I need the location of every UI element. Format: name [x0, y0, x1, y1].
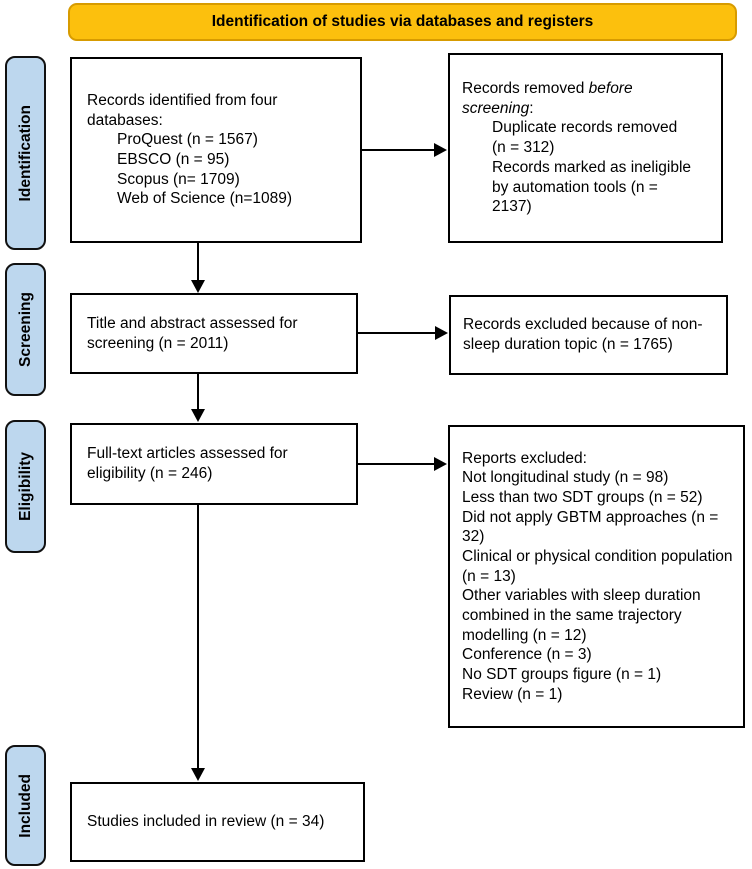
- arrow-identified-to-removed: [362, 143, 447, 157]
- excluded-reason: Not longitudinal study (n = 98): [462, 469, 669, 487]
- fulltext-text: Full-text articles assessed for eligibil…: [87, 445, 288, 482]
- stage-included: Included: [5, 745, 46, 866]
- removed-item: Records marked as ineligible by automati…: [492, 158, 692, 216]
- records-removed-heading: Records removed before screening:: [462, 80, 633, 117]
- stage-included-label: Included: [16, 773, 34, 838]
- database-item: EBSCO (n = 95): [117, 151, 230, 168]
- banner-title: Identification of studies via databases …: [211, 13, 594, 31]
- banner: Identification of studies via databases …: [68, 3, 737, 41]
- stage-identification-label: Identification: [16, 104, 34, 202]
- database-item: ProQuest (n = 1567): [117, 131, 258, 149]
- box-title-abstract: Title and abstract assessed for screenin…: [70, 293, 358, 374]
- excluded-reason: Other variables with sleep duration comb…: [462, 587, 701, 644]
- removed-item: Duplicate records removed (n = 312): [492, 119, 678, 157]
- box-records-excluded: Records excluded because of non-sleep du…: [449, 295, 728, 375]
- database-item: Web of Science (n=1089): [117, 190, 293, 208]
- excluded-reason: Clinical or physical condition populatio…: [462, 547, 733, 585]
- database-item: Scopus (n= 1709): [117, 170, 240, 188]
- stage-screening-label: Screening: [16, 292, 34, 367]
- arrow-fulltext-to-reports: [358, 457, 447, 471]
- box-reports-excluded: Reports excluded: Not longitudinal study…: [448, 425, 745, 728]
- stage-identification: Identification: [5, 56, 46, 250]
- arrow-eligibility-to-included: [191, 505, 205, 781]
- box-fulltext: Full-text articles assessed for eligibil…: [70, 423, 358, 505]
- records-identified-heading: Records identified from four databases:: [87, 91, 278, 129]
- arrow-identification-to-screening: [191, 243, 205, 293]
- box-records-removed: Records removed before screening: Duplic…: [448, 53, 723, 243]
- stage-eligibility-label: Eligibility: [16, 452, 34, 521]
- box-records-identified: Records identified from four databases: …: [70, 57, 362, 243]
- excluded-reason: Conference (n = 3): [462, 646, 592, 664]
- arrow-screening-to-excluded: [358, 326, 448, 340]
- arrow-screening-to-eligibility: [191, 374, 205, 422]
- excluded-reason: Review (n = 1): [462, 685, 563, 703]
- box-studies-included: Studies included in review (n = 34): [70, 782, 365, 862]
- stage-eligibility: Eligibility: [5, 420, 46, 553]
- excluded-reason: Did not apply GBTM approaches (n = 32): [462, 508, 719, 546]
- records-excluded-text: Records excluded because of non-sleep du…: [463, 316, 703, 353]
- studies-included-text: Studies included in review (n = 34): [87, 813, 325, 831]
- excluded-reason: No SDT groups figure (n = 1): [462, 666, 662, 684]
- excluded-reason: Less than two SDT groups (n = 52): [462, 488, 703, 506]
- title-abstract-text: Title and abstract assessed for screenin…: [87, 314, 298, 352]
- reports-excluded-heading: Reports excluded:: [462, 449, 587, 467]
- stage-screening: Screening: [5, 263, 46, 396]
